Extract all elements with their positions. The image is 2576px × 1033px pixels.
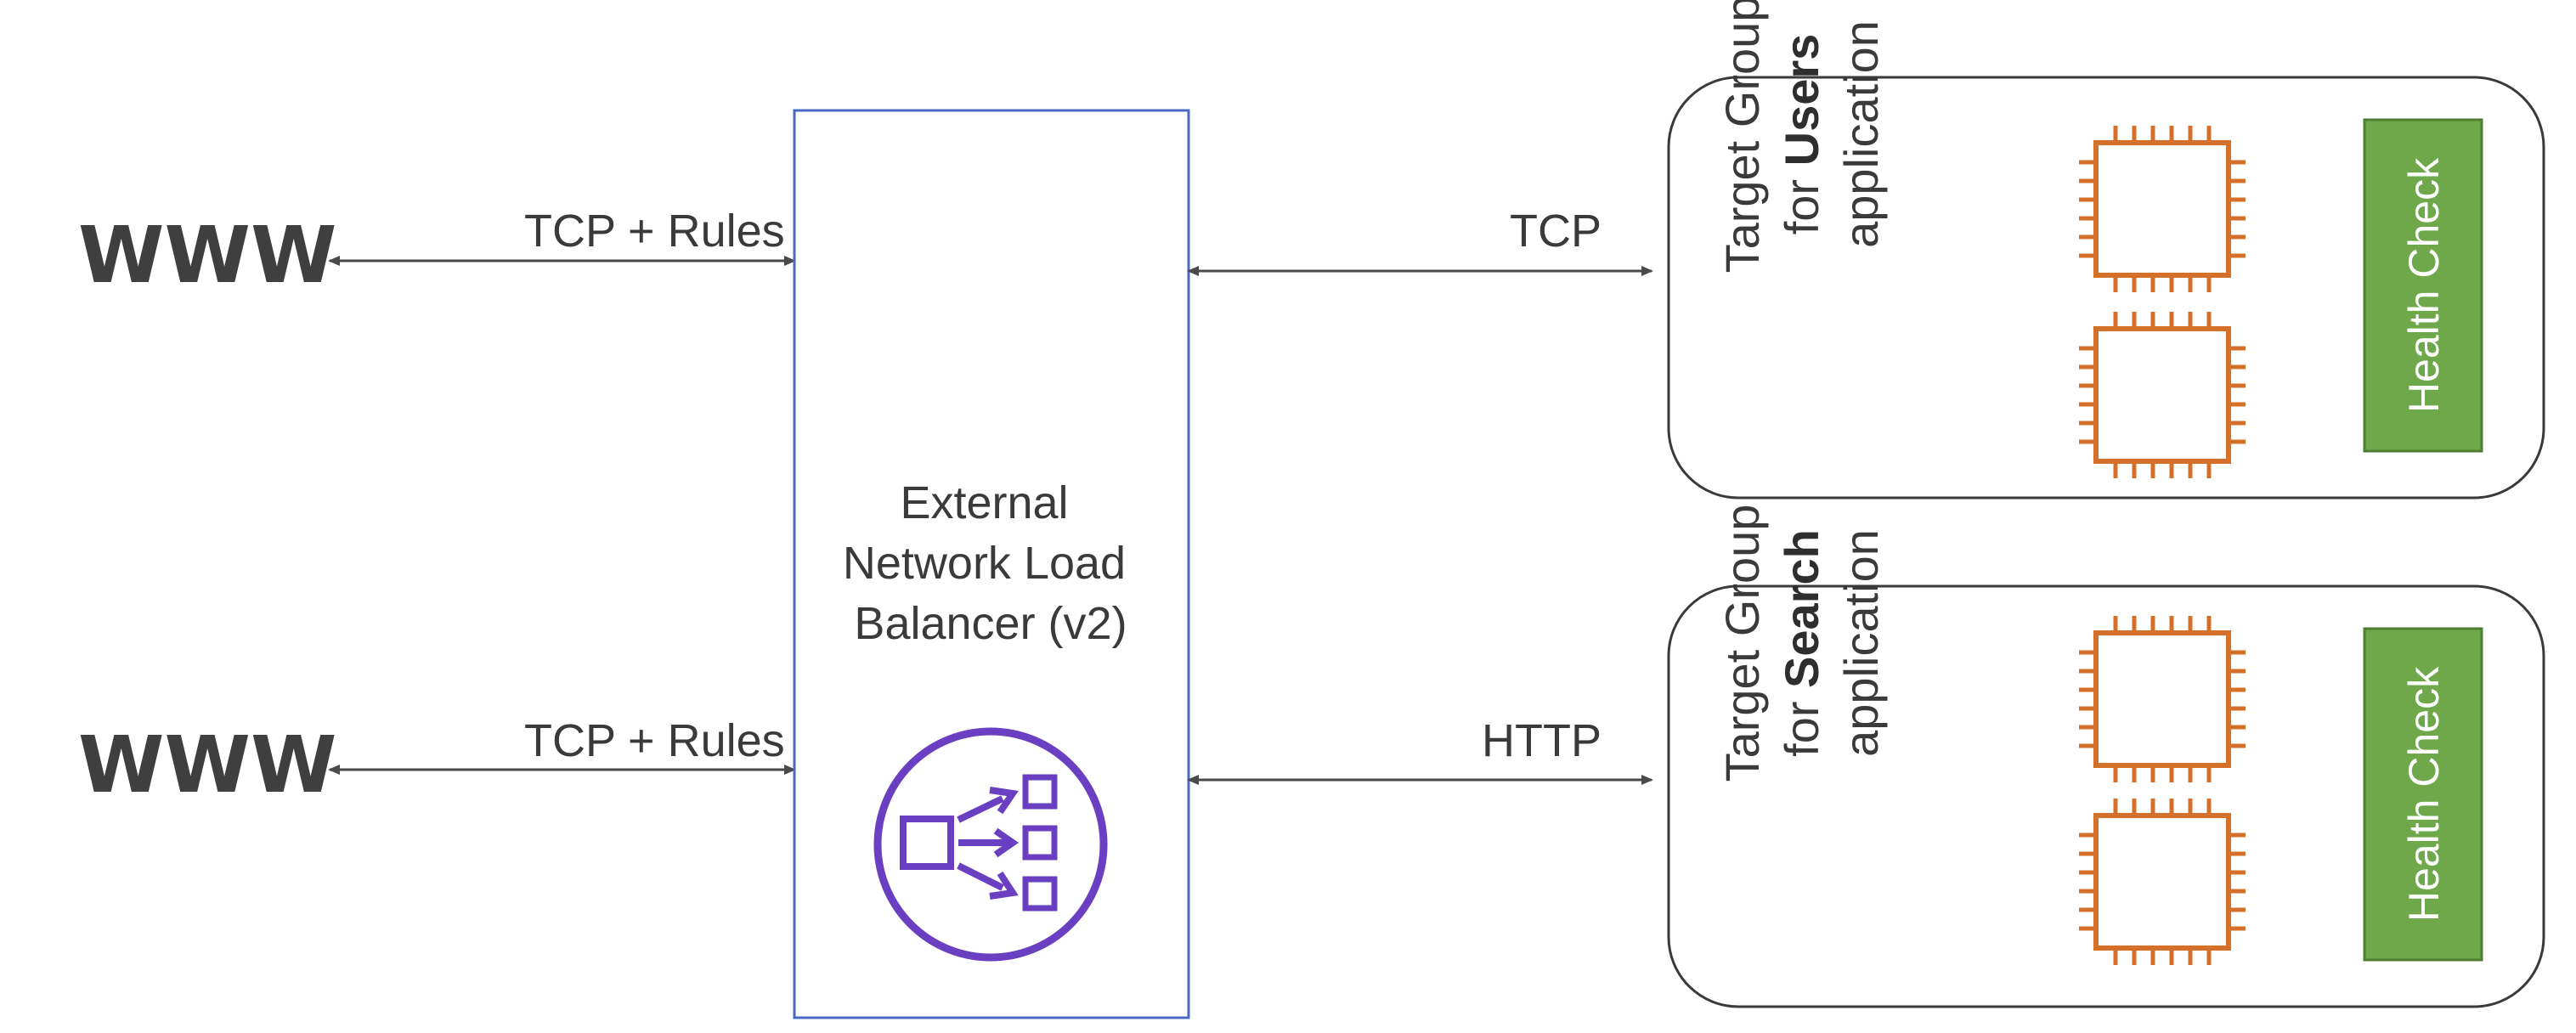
- target-group-users: Target Group for Users application Healt…: [1667, 0, 2545, 500]
- health-check-badge: [2363, 118, 2483, 453]
- target-group-title: Target Group: [1715, 505, 1769, 782]
- target-group-title: Target Group: [1715, 0, 1769, 273]
- health-check-label: Health Check: [2400, 157, 2448, 413]
- ec2-instance-icon: [2079, 126, 2246, 292]
- target-group-box: [1667, 76, 2545, 500]
- target-group-title-prefix: for: [1775, 688, 1828, 757]
- load-balancer-title: External Network Load Balancer (v2): [843, 477, 1138, 649]
- ec2-instance-icon: [2079, 616, 2246, 782]
- target-group-name: Users: [1775, 34, 1828, 167]
- client-link-label-2: TCP + Rules: [524, 715, 785, 766]
- target-link-label-1: TCP: [1510, 206, 1602, 257]
- target-group-title-for: for Users: [1775, 34, 1828, 235]
- target-group-name: Search: [1775, 529, 1828, 688]
- www-label-1: WWW: [78, 210, 336, 301]
- health-check-badge: [2363, 627, 2483, 962]
- client-link-label-1: TCP + Rules: [524, 206, 785, 257]
- ec2-instance-icon: [2079, 799, 2246, 965]
- health-check-label: Health Check: [2400, 666, 2448, 922]
- target-link-label-2: HTTP: [1482, 715, 1602, 766]
- load-balancer-title-line-1: External: [900, 477, 1068, 528]
- target-group-title-line-3: application: [1834, 20, 1888, 248]
- load-balancer-title-line-3: Balancer (v2): [854, 598, 1127, 649]
- target-group-title-for: for Search: [1775, 529, 1828, 757]
- target-group-search: Target Group for Search application Heal…: [1667, 505, 2545, 1008]
- load-balancer-title-line-2: Network Load: [843, 538, 1126, 589]
- target-group-title-line-1: Target Group: [1715, 505, 1769, 782]
- ec2-instance-icon: [2079, 312, 2246, 478]
- target-group-title-prefix: for: [1775, 166, 1828, 234]
- target-group-title-line-1: Target Group: [1715, 0, 1769, 273]
- network-load-balancer-icon: [873, 727, 1108, 962]
- www-label-2: WWW: [78, 720, 336, 810]
- load-balancer-box: [793, 109, 1190, 1019]
- target-group-title-line-3: application: [1834, 529, 1888, 757]
- target-group-box: [1667, 584, 2545, 1008]
